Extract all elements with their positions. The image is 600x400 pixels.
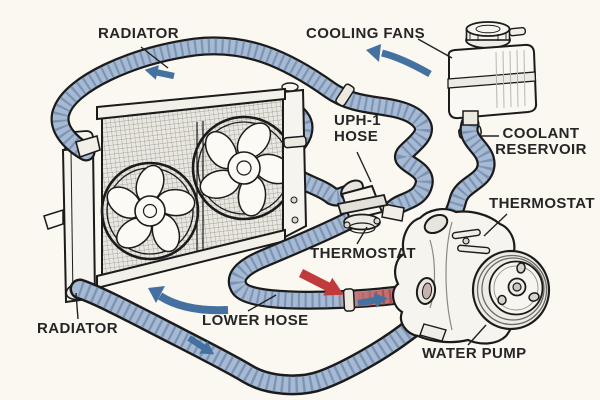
- overflow-nipple: [508, 26, 527, 37]
- label-radiator-bottom: RADIATOR: [37, 320, 118, 337]
- pump-pulley: [471, 249, 551, 331]
- label-upper-hose: UPH-1 HOSE: [334, 112, 382, 145]
- pump-inlet-neck: [423, 213, 449, 235]
- thermostat-housing: [336, 179, 405, 234]
- label-coolant-reservoir: COOLANT RESERVOIR: [495, 125, 587, 158]
- water-pump: [392, 208, 551, 345]
- label-radiator-top: RADIATOR: [98, 25, 179, 42]
- flow-arrow-near-reservoir: [366, 44, 432, 78]
- reservoir-cap: [465, 21, 511, 49]
- label-thermostat-right: THERMOSTAT: [489, 195, 595, 212]
- cooling-fan-left: [100, 161, 200, 261]
- reservoir-outlet: [462, 110, 479, 126]
- coolant-reservoir: [447, 21, 538, 126]
- flow-arrow-under-radiator: [148, 286, 229, 315]
- radiator-drain-tab: [43, 208, 64, 230]
- label-lower-hose: LOWER HOSE: [202, 312, 309, 329]
- radiator-inlet-fitting: [75, 134, 101, 159]
- leader-lines: [75, 38, 508, 346]
- label-cooling-fans: COOLING FANS: [306, 25, 425, 42]
- label-thermostat-mid: THERMOSTAT: [310, 245, 416, 262]
- thermostat-levers: [451, 228, 491, 255]
- radiator: [43, 82, 308, 304]
- flow-arrows: [143, 44, 432, 361]
- label-water-pump: WATER PUMP: [422, 345, 527, 362]
